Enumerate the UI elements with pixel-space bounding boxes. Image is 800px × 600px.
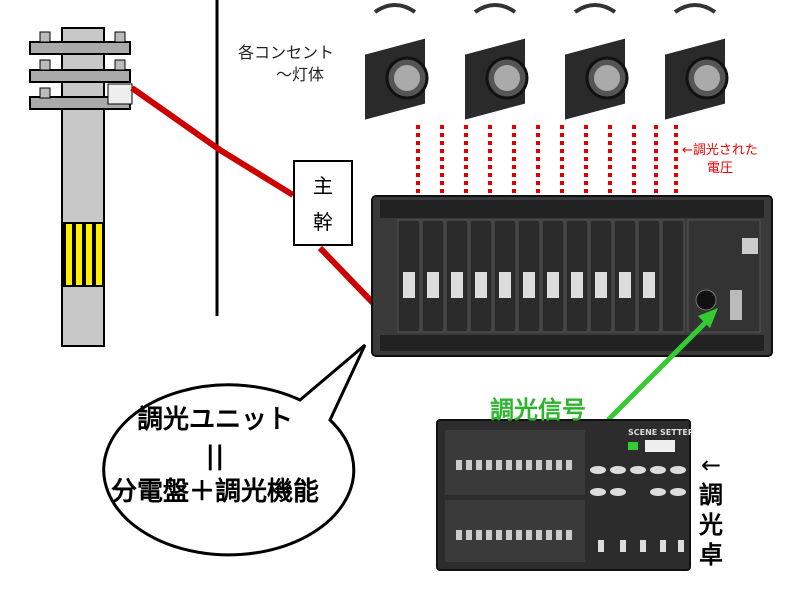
outlet-label-line1: 各コンセント (238, 43, 335, 62)
fixture-icon (665, 3, 729, 120)
voltage-label-line2: 電圧 (706, 161, 733, 176)
signal-line (606, 318, 710, 422)
power-line-to-dimmer (317, 245, 378, 308)
fixture-icon (565, 3, 629, 120)
signal-arrowhead (698, 308, 718, 328)
utility-pole (29, 27, 133, 347)
bubble-line1: 調光ユニット (136, 405, 293, 435)
main-breaker-line1: 主 (313, 174, 333, 198)
lighting-console (436, 419, 691, 571)
main-breaker-box: 主幹 (293, 160, 353, 246)
bubble-text: 調光ユニット || 分電盤＋調光機能 (95, 402, 335, 510)
console-arrow: ← (700, 451, 722, 479)
dimmed-voltage-lines (416, 125, 678, 198)
bubble-line2: || (205, 441, 225, 471)
voltage-label-line1: ←調光された (682, 143, 758, 158)
lighting-fixtures (365, 3, 729, 120)
console-label: ←調光卓 (696, 450, 726, 570)
dimming-signal-label: 調光信号 (490, 396, 586, 424)
dimmer-unit (371, 195, 773, 357)
outlet-fixture-label: 各コンセント ～灯体 (238, 42, 334, 86)
console-label-3: 卓 (699, 541, 723, 569)
outlet-label-line2: ～灯体 (276, 65, 325, 84)
dimmed-voltage-label: ←調光された電圧 (682, 142, 758, 178)
fixture-icon (465, 3, 529, 120)
speech-bubble (102, 343, 367, 557)
console-brand-label: SCENE SETTER (628, 428, 694, 437)
console-label-2: 光 (699, 511, 723, 539)
fixture-icon (365, 3, 429, 120)
main-breaker-line2: 幹 (313, 210, 333, 234)
console-label-1: 調 (699, 481, 723, 509)
power-line-to-breaker (130, 85, 295, 198)
bubble-line3: 分電盤＋調光機能 (110, 477, 319, 507)
